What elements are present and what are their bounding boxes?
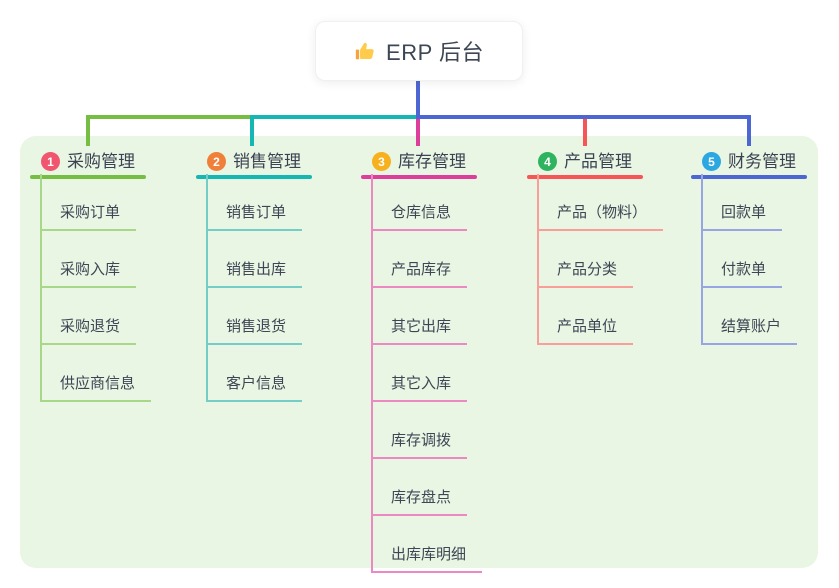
connector-branch5-hline	[416, 115, 751, 119]
connector-branch2-hline	[250, 115, 420, 119]
list-item[interactable]: 销售订单	[208, 174, 303, 231]
branch5-underline	[691, 175, 807, 179]
branch3-item-label: 库存盘点	[391, 489, 452, 506]
branch3-badge: 3	[372, 152, 391, 171]
branch1-item-label: 采购入库	[60, 261, 121, 278]
branch2-items: 销售订单销售出库销售退货客户信息	[206, 174, 303, 402]
connector-root-drop	[416, 80, 420, 115]
list-item[interactable]: 仓库信息	[373, 174, 468, 231]
connector-branch5-drop	[747, 115, 751, 146]
list-item[interactable]: 产品库存	[373, 231, 468, 288]
branch2-badge: 2	[207, 152, 226, 171]
connector-branch2-drop	[250, 115, 254, 146]
branch3-item-label: 其它出库	[391, 318, 452, 335]
branch5-items: 回款单付款单结算账户	[701, 174, 798, 345]
branch4-badge: 4	[538, 152, 557, 171]
root-label: ERP 后台	[386, 40, 484, 65]
branch2-title[interactable]: 销售管理	[233, 152, 301, 171]
branch2-item-label: 销售出库	[226, 261, 287, 278]
list-item[interactable]: 销售出库	[208, 231, 303, 288]
branch3-item-label: 产品库存	[391, 261, 452, 278]
branch5-badge: 5	[702, 152, 721, 171]
branch4-item-label: 产品单位	[557, 318, 618, 335]
branch2-item-label: 客户信息	[226, 375, 287, 392]
branch4-underline	[527, 175, 643, 179]
branch5-item-label: 结算账户	[721, 318, 782, 335]
list-item[interactable]: 采购入库	[42, 231, 137, 288]
connector-branch3-drop	[416, 119, 420, 146]
list-item[interactable]: 采购订单	[42, 174, 137, 231]
list-item[interactable]: 销售退货	[208, 288, 303, 345]
branch1-item-label: 供应商信息	[60, 375, 136, 392]
list-item[interactable]: 其它出库	[373, 288, 468, 345]
branch1-badge: 1	[41, 152, 60, 171]
branch2-item-label: 销售退货	[226, 318, 287, 335]
connector-branch1-drop	[86, 115, 90, 146]
list-item[interactable]: 库存盘点	[373, 459, 468, 516]
list-item[interactable]: 出库库明细	[373, 516, 483, 573]
branch1-item-label: 采购订单	[60, 204, 121, 221]
branch1-items: 采购订单采购入库采购退货供应商信息	[40, 174, 152, 402]
list-item[interactable]: 供应商信息	[42, 345, 152, 402]
root-node[interactable]: ERP 后台	[315, 21, 523, 81]
list-item[interactable]: 产品（物料）	[539, 174, 664, 231]
list-item[interactable]: 采购退货	[42, 288, 137, 345]
branch3-title[interactable]: 库存管理	[398, 152, 466, 171]
branch3-items: 仓库信息产品库存其它出库其它入库库存调拨库存盘点出库库明细	[371, 174, 483, 573]
list-item[interactable]: 结算账户	[703, 288, 798, 345]
list-item[interactable]: 产品分类	[539, 231, 634, 288]
branch1-underline	[30, 175, 146, 179]
list-item[interactable]: 客户信息	[208, 345, 303, 402]
branch5-item-label: 回款单	[721, 204, 767, 221]
branch3-item-label: 库存调拨	[391, 432, 452, 449]
branch3-underline	[361, 175, 477, 179]
branch4-title[interactable]: 产品管理	[564, 152, 632, 171]
branch3-item-label: 其它入库	[391, 375, 452, 392]
branches-panel	[20, 136, 818, 568]
branch3-item-label: 出库库明细	[391, 546, 467, 563]
branch1-item-label: 采购退货	[60, 318, 121, 335]
branch2-underline	[196, 175, 312, 179]
branch4-item-label: 产品（物料）	[557, 204, 648, 221]
branch2-item-label: 销售订单	[226, 204, 287, 221]
list-item[interactable]: 付款单	[703, 231, 783, 288]
branch5-item-label: 付款单	[721, 261, 767, 278]
branch3-item-label: 仓库信息	[391, 204, 452, 221]
list-item[interactable]: 其它入库	[373, 345, 468, 402]
branch1-title[interactable]: 采购管理	[67, 152, 135, 171]
list-item[interactable]: 产品单位	[539, 288, 634, 345]
branch4-item-label: 产品分类	[557, 261, 618, 278]
branch4-items: 产品（物料） 产品分类产品单位	[537, 174, 664, 345]
connector-branch4-drop	[583, 119, 587, 146]
thumbs-up-icon	[354, 40, 376, 62]
branch5-title[interactable]: 财务管理	[728, 152, 796, 171]
list-item[interactable]: 库存调拨	[373, 402, 468, 459]
list-item[interactable]: 回款单	[703, 174, 783, 231]
